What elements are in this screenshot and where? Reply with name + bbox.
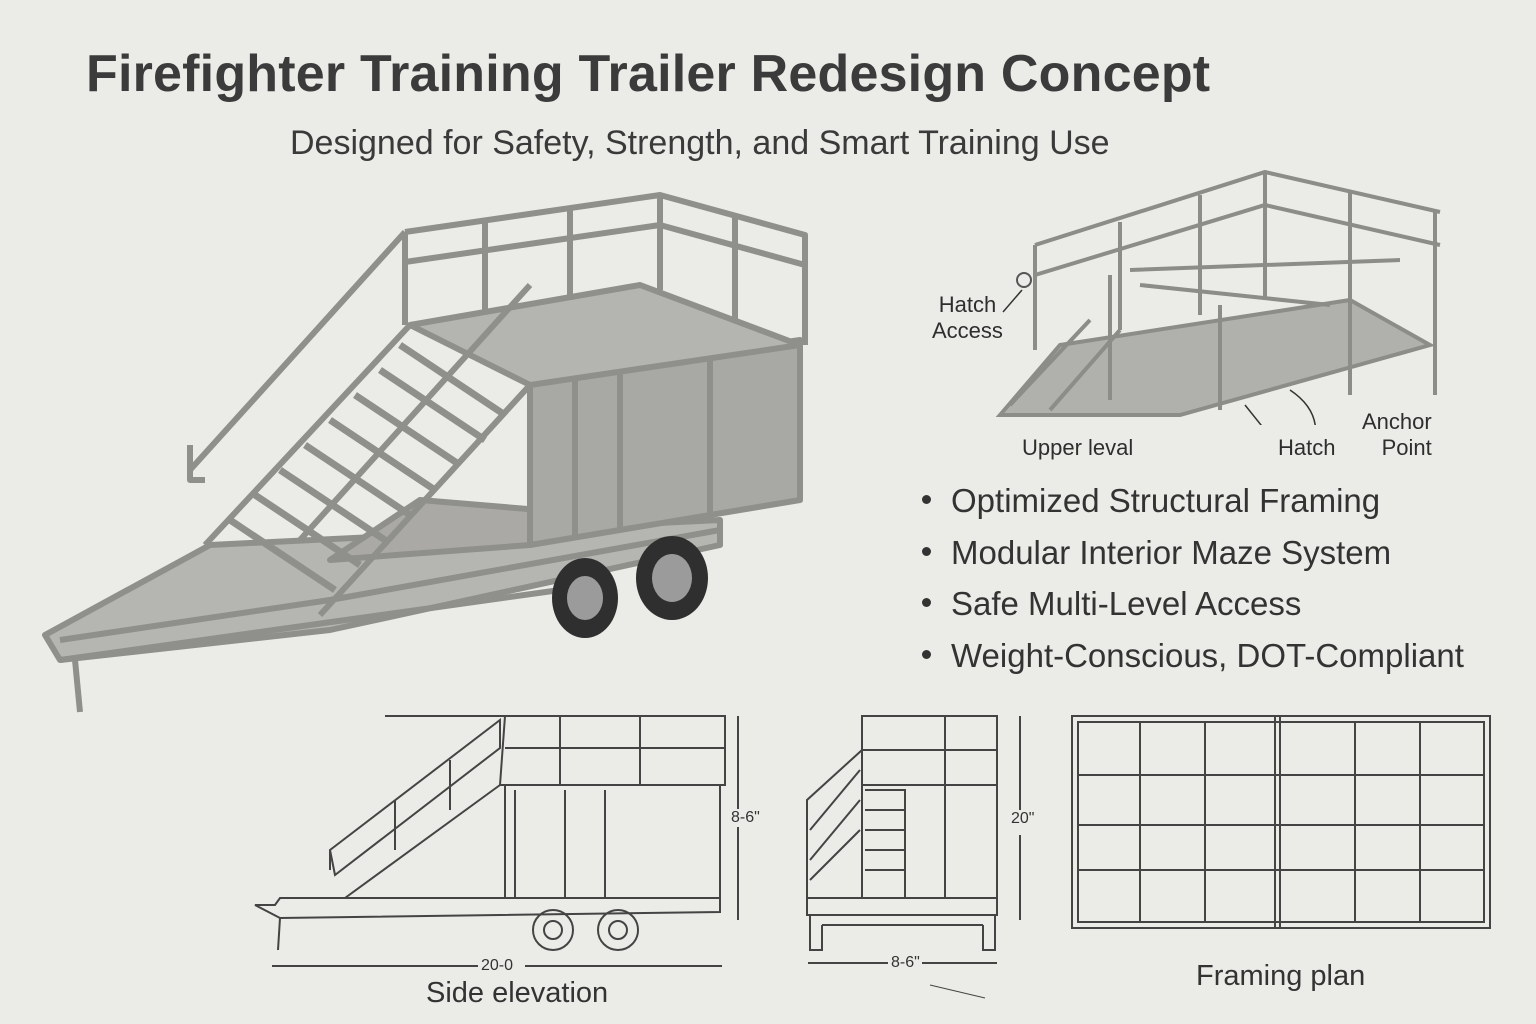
- bullet-icon: [922, 598, 931, 608]
- dimension-height-end: 20": [1011, 810, 1035, 827]
- caption-side-elevation: Side elevation: [426, 977, 609, 1009]
- framing-plan-drawing: [1071, 715, 1491, 929]
- wheel-icon: [552, 536, 708, 638]
- feature-item: Optimized Structural Framing: [918, 478, 1464, 530]
- end-elevation-drawing: [806, 715, 1021, 999]
- bullet-icon: [922, 495, 931, 505]
- label-anchor-point: Anchor Point: [1362, 409, 1432, 461]
- page-subtitle: Designed for Safety, Strength, and Smart…: [290, 124, 1110, 162]
- label-anchor-point-line2: Point: [1381, 435, 1432, 460]
- trailer-3d-render: [42, 192, 808, 713]
- bullet-icon: [922, 546, 931, 556]
- label-hatch-access-line1: Hatch: [938, 292, 997, 317]
- dimension-length: 20-0: [481, 957, 514, 974]
- feature-list: Optimized Structural Framing Modular Int…: [918, 478, 1464, 684]
- feature-text: Optimized Structural Framing: [951, 482, 1381, 519]
- page-title: Firefighter Training Trailer Redesign Co…: [86, 45, 1211, 103]
- side-elevation-drawing: [254, 715, 739, 967]
- label-hatch-access-line2: Access: [932, 318, 1003, 343]
- feature-text: Modular Interior Maze System: [951, 533, 1392, 571]
- feature-text: Weight-Conscious, DOT-Compliant: [951, 636, 1464, 674]
- dimension-width-end: 8-6": [891, 954, 920, 971]
- dimension-height-side: 8-6": [731, 809, 760, 827]
- feature-item: Modular Interior Maze System: [918, 530, 1464, 582]
- label-hatch-access: Hatch Access: [932, 292, 1003, 344]
- label-hatch: Hatch: [1278, 435, 1336, 460]
- label-upper-level: Upper leval: [1022, 435, 1134, 460]
- feature-item: Safe Multi-Level Access: [918, 581, 1464, 633]
- feature-item: Weight-Conscious, DOT-Compliant: [918, 633, 1464, 685]
- label-anchor-point-line1: Anchor: [1362, 409, 1432, 434]
- caption-framing-plan: Framing plan: [1196, 960, 1366, 992]
- upper-level-detail-render: [995, 169, 1441, 425]
- bullet-icon: [922, 649, 931, 659]
- feature-text: Safe Multi-Level Access: [951, 585, 1302, 622]
